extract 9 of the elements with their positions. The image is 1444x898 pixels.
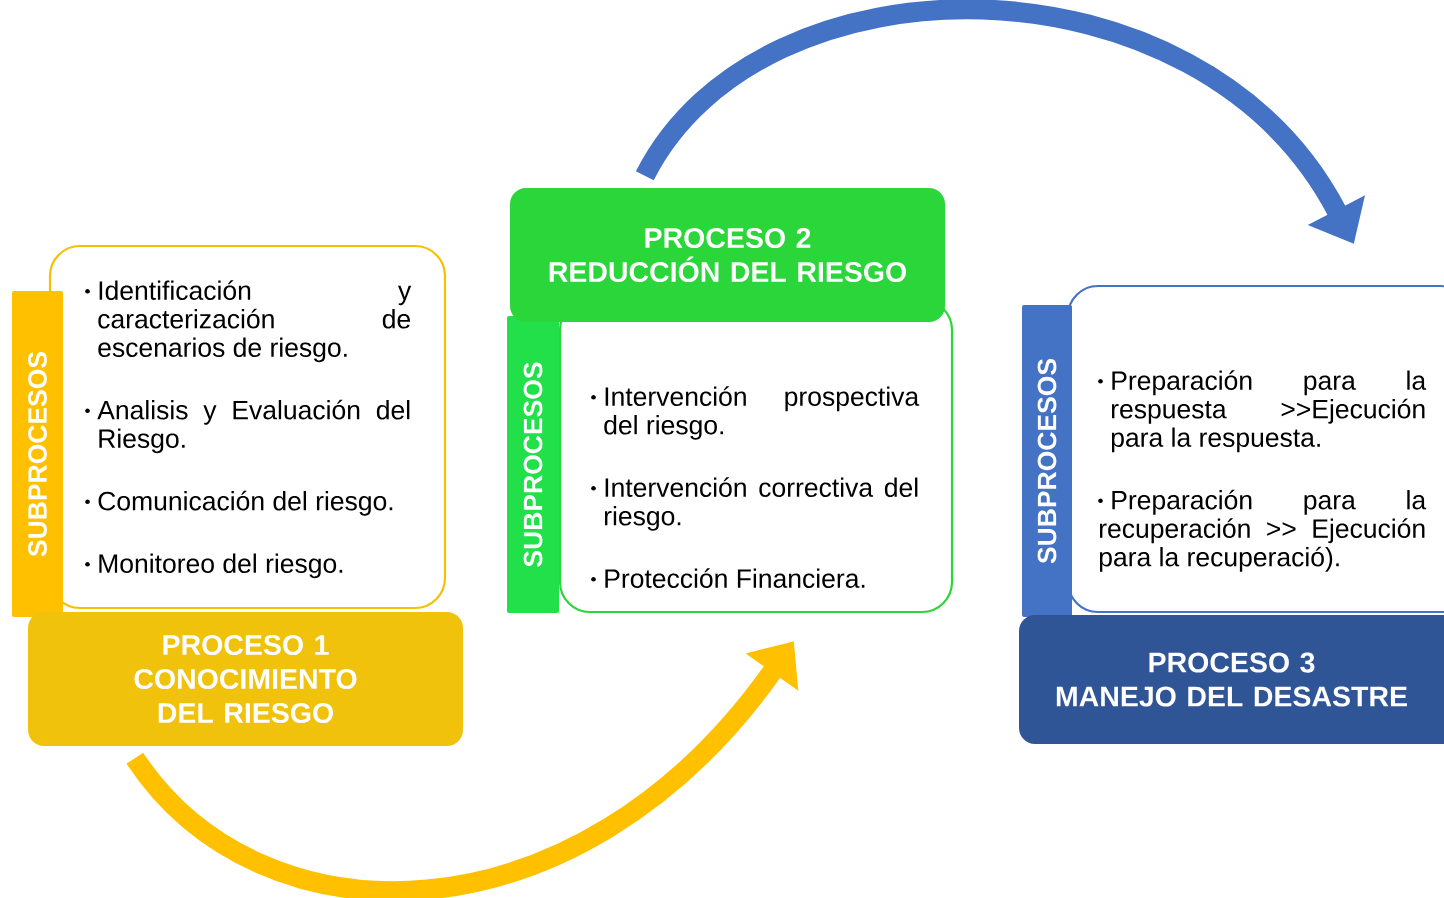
subprocess-list-box: Identificación y caracterización de escenarios de riesgo. Analisis y Evaluación del Riesgo. Comunicación del riesgo. Monitoreo del riesgo. <box>48 244 447 610</box>
side-label-bar: SUBPROCESOS <box>12 291 63 617</box>
process-box: PROCESO 1 CONOCIMIENTO DEL RIESGO <box>28 612 463 746</box>
process-box: PROCESO 2 REDUCCIÓN DEL RIESGO <box>510 188 945 322</box>
subprocess-list-box: Intervención prospectiva del riesgo. Intervención correctiva del riesgo. Protección Financiera. <box>558 298 954 614</box>
side-label-bar: SUBPROCESOS <box>1022 305 1072 617</box>
subprocess-list-box: Preparación para la respuesta >>Ejecución para la respuesta. Preparación para la recuperación >> Ejecución para la recuperació). <box>1066 284 1444 614</box>
process-box: PROCESO 3 MANEJO DEL DESASTRE <box>1019 615 1444 744</box>
side-label-bar: SUBPROCESOS <box>507 316 559 613</box>
